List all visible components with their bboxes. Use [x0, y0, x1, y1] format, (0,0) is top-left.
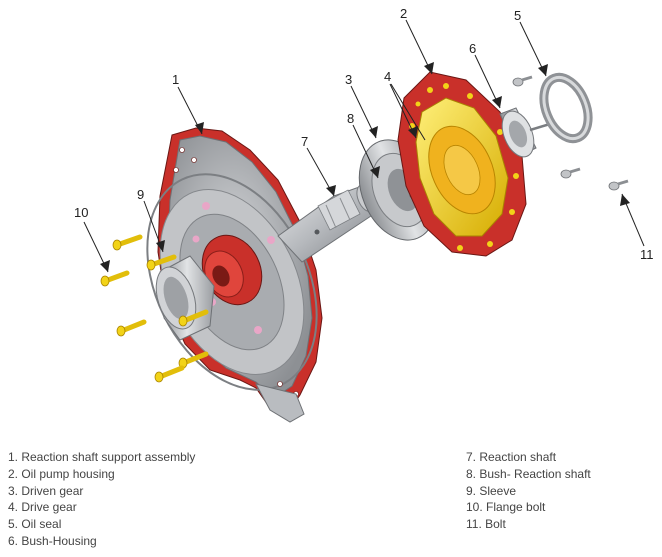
oil-pump-housing: [397, 71, 527, 257]
callout-11: 11: [640, 247, 654, 262]
callout-5: 5: [514, 8, 521, 23]
callout-6: 6: [469, 41, 476, 56]
callout-3: 3: [345, 72, 352, 87]
legend-item: 10. Flange bolt: [466, 500, 546, 515]
arrowhead: [492, 96, 502, 108]
callout-1: 1: [172, 72, 179, 87]
flange-bolt: [116, 319, 147, 337]
arrowhead: [326, 185, 336, 196]
parts-legend-right: 7. Reaction shaft 8. Bush- Reaction shaf…: [466, 449, 591, 533]
legend-item: 1. Reaction shaft support assembly: [8, 450, 196, 464]
legend-item: 11. Bolt: [466, 517, 506, 532]
legend-item: 5. Oil seal: [8, 517, 62, 532]
parts-legend-left: 1. Reaction shaft support assembly 2. Oi…: [8, 449, 195, 550]
bolt: [608, 179, 629, 191]
leader-line: [390, 83, 426, 141]
arrowhead: [370, 166, 380, 178]
flange-bolt: [178, 309, 209, 327]
legend-item: 7. Reaction shaft: [466, 450, 557, 464]
oil-seal: [539, 72, 593, 144]
flange-bolt: [154, 365, 185, 383]
flange-bolt: [100, 270, 130, 287]
arrowhead: [100, 260, 110, 272]
legend-item: 3. Driven gear: [8, 483, 84, 498]
callout-8: 8: [347, 111, 354, 126]
arrowhead: [538, 64, 548, 76]
callout-4: 4: [384, 69, 391, 84]
legend-item: 2. Oil pump housing: [8, 466, 115, 481]
arrowhead: [156, 240, 165, 252]
flange-bolt-group: [100, 234, 209, 383]
bush-housing: [499, 107, 551, 158]
leader-arrowheads: [100, 62, 630, 272]
bolt: [560, 167, 581, 179]
sleeve: [155, 255, 215, 341]
callout-9: 9: [137, 187, 144, 202]
reaction-shaft-support-assembly: [146, 127, 323, 423]
legend-item: 4. Drive gear: [8, 500, 77, 515]
arrowhead: [424, 62, 434, 74]
bolt: [512, 75, 533, 87]
arrowhead: [195, 122, 204, 134]
legend-item: 8. Bush- Reaction shaft: [466, 466, 591, 481]
legend-item: 6. Bush-Housing: [8, 533, 97, 548]
callout-7: 7: [301, 134, 308, 149]
flange-bolt: [146, 254, 177, 271]
arrowhead: [620, 194, 630, 206]
arrowhead: [408, 126, 418, 138]
flange-bolt: [112, 234, 143, 251]
oil-pump-exploded-diagram: 1 2 3 4 5 6 7 8 9 10 11: [74, 6, 654, 423]
legend-item: 9. Sleeve: [466, 483, 517, 498]
callout-2: 2: [400, 6, 407, 21]
callout-10: 10: [74, 205, 88, 220]
arrowhead: [369, 126, 378, 138]
bolt-group: [512, 75, 629, 191]
